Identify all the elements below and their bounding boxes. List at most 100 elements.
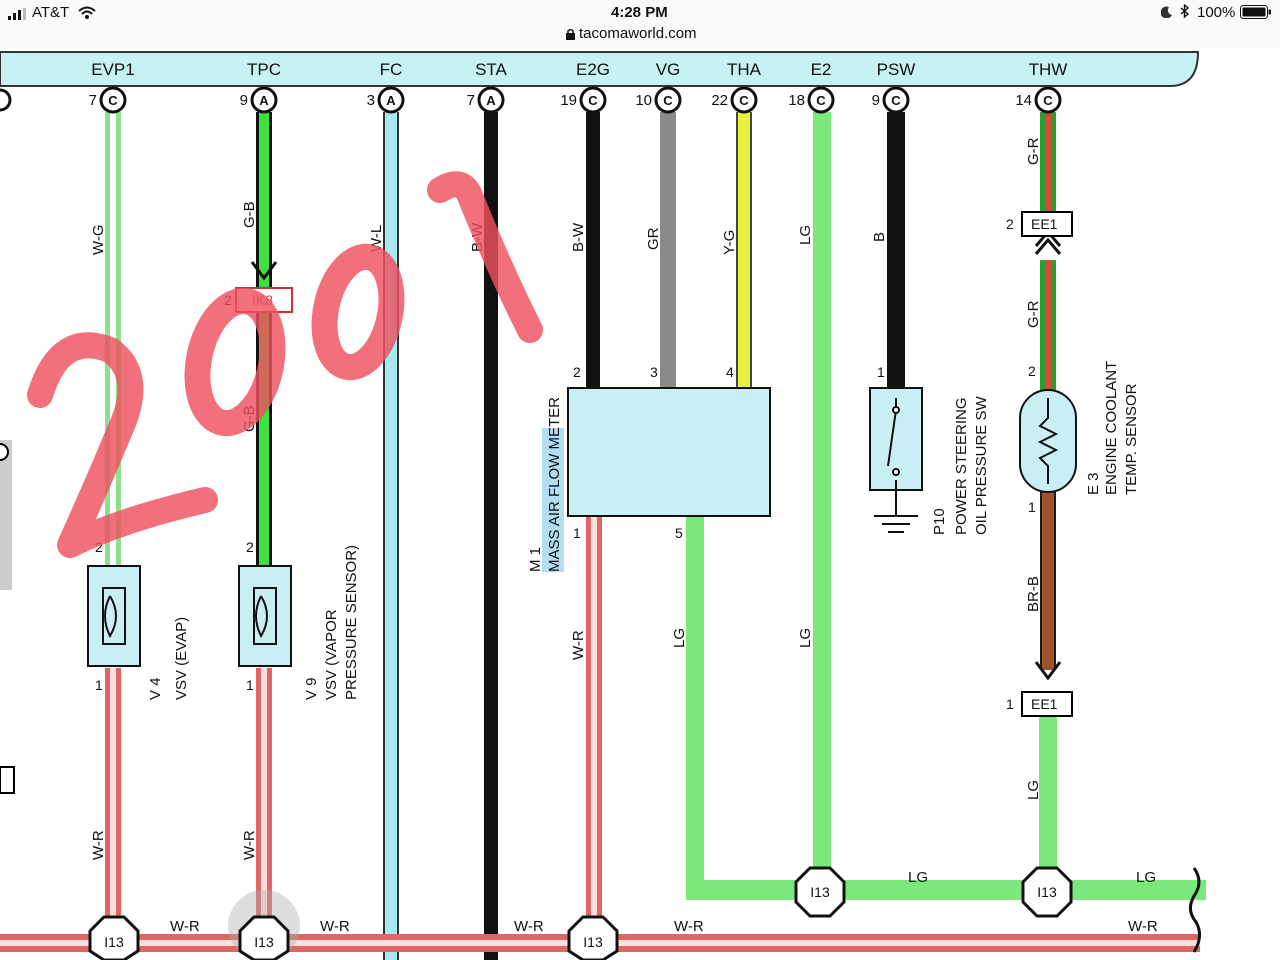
ground-node-label: I13 [104, 934, 124, 950]
terminal-pin: 10 [635, 92, 652, 109]
ecm-header-box [0, 51, 1200, 87]
i13-node [567, 915, 619, 960]
component-id: V 9 [303, 677, 320, 700]
pin-label: 5 [675, 525, 683, 541]
i13-node [1021, 866, 1073, 918]
pin-label: 2 [573, 364, 581, 380]
component-name: MASS AIR FLOW METER [546, 397, 563, 572]
terminal-name: THA [727, 60, 762, 79]
terminal-pin: 14 [1015, 92, 1032, 109]
ee1-connector-bottom [1021, 691, 1073, 717]
wire-label: BR-B [1025, 576, 1042, 612]
bluetooth-icon [1180, 4, 1190, 19]
wire-label: G-B [241, 201, 258, 228]
bus-label: W-R [1128, 918, 1158, 935]
component-name: PRESSURE SENSOR) [343, 545, 360, 700]
terminal-name: E2 [811, 60, 832, 79]
ee1-label: EE1 [1031, 216, 1058, 232]
pin-label: 1 [95, 677, 103, 693]
terminal-name: THW [1029, 60, 1068, 79]
ground-node-label: I13 [1037, 884, 1057, 900]
connector-letter: C [739, 93, 749, 108]
pin-label: 2 [1028, 363, 1036, 379]
terminal-name: FC [380, 60, 403, 79]
i13-node [238, 915, 290, 960]
pin-label: 4 [726, 364, 734, 380]
component-id: P10 [931, 508, 948, 535]
bus-label: W-R [170, 918, 200, 935]
wire-label: LG [797, 225, 814, 245]
wire-label: W-R [90, 830, 107, 860]
component-name: VSV (VAPOR [323, 609, 340, 700]
battery-icon [1240, 5, 1271, 19]
pin-label: 1 [877, 364, 885, 380]
bus-label: W-R [674, 918, 704, 935]
lock-icon [566, 28, 575, 40]
terminal-pin: 18 [788, 92, 805, 109]
wire-label: LG [797, 628, 814, 648]
ground-node-label: I13 [254, 934, 274, 950]
ground-node-label: I13 [810, 884, 830, 900]
wire-label: LG [1025, 780, 1042, 800]
terminal-name: TPC [247, 60, 281, 79]
wire-label: Y-G [721, 230, 738, 255]
terminal-name: PSW [877, 60, 916, 79]
ee1-pin: 1 [1006, 696, 1014, 712]
moon-icon [1161, 6, 1172, 18]
wire-label: W-G [90, 224, 107, 255]
m1-mass-air-flow-meter [567, 387, 771, 517]
terminal-pin: 19 [560, 92, 577, 109]
connector-letter: C [1043, 93, 1053, 108]
wire-label: G-R [1025, 300, 1042, 328]
component-name: TEMP. SENSOR [1123, 383, 1140, 495]
connector-letter: C [891, 93, 901, 108]
pin-label: 3 [650, 364, 658, 380]
connector-letter: C [108, 93, 118, 108]
terminal-pin: 9 [240, 92, 248, 109]
terminal-markers [99, 86, 1062, 114]
carrier-label: AT&T [32, 4, 70, 21]
bus-label: LG [908, 869, 928, 886]
terminal-pin: 3 [367, 92, 375, 109]
connector-letter: C [816, 93, 826, 108]
terminal-pin: 7 [89, 92, 97, 109]
wire-label: B-W [570, 222, 587, 252]
wire-label: G-R [1025, 137, 1042, 165]
component-name: VSV (EVAP) [173, 617, 190, 700]
connector-letter: A [486, 93, 496, 108]
wire-label: GR [645, 227, 662, 250]
signal-bars-icon [8, 8, 26, 20]
terminal-pin: 7 [467, 92, 475, 109]
url-label[interactable]: tacomaworld.com [579, 25, 697, 42]
wire-label: LG [671, 628, 688, 648]
terminal-name: VG [656, 60, 681, 79]
wire-label: B [871, 232, 888, 242]
i13-node [88, 915, 140, 960]
component-id: E 3 [1085, 472, 1102, 495]
pin-label: 2 [95, 539, 103, 555]
v9-vsv-vapor [238, 565, 292, 667]
bus-label: W-R [320, 918, 350, 935]
terminal-name: EVP1 [91, 60, 134, 79]
terminal-name: E2G [576, 60, 610, 79]
bus-label: W-R [514, 918, 544, 935]
status-bar: AT&T 4:28 PM tacomaworld.com 100% [0, 0, 1280, 48]
component-name: ENGINE COOLANT [1103, 361, 1120, 495]
connector-letter: A [386, 93, 396, 108]
terminal-pin: 22 [711, 92, 728, 109]
i13-node [794, 866, 846, 918]
wifi-icon [78, 6, 96, 19]
connector-letter: C [588, 93, 598, 108]
wire-label: W-R [241, 830, 258, 860]
ee1-pin: 2 [1006, 216, 1014, 232]
terminal-name: STA [475, 60, 507, 79]
wiring-diagram: EVP1 TPC FC STA E2G VG THA E2 PSW THW 7 … [0, 51, 1206, 960]
e3-coolant-temp-sensor [1019, 389, 1077, 493]
component-name: POWER STEERING [953, 397, 970, 535]
terminal-pin: 9 [872, 92, 880, 109]
ee1-label: EE1 [1031, 696, 1058, 712]
connector-letter: C [663, 93, 673, 108]
ground-node-label: I13 [583, 934, 603, 950]
pin-label: 1 [573, 525, 581, 541]
pin-label: 2 [246, 539, 254, 555]
